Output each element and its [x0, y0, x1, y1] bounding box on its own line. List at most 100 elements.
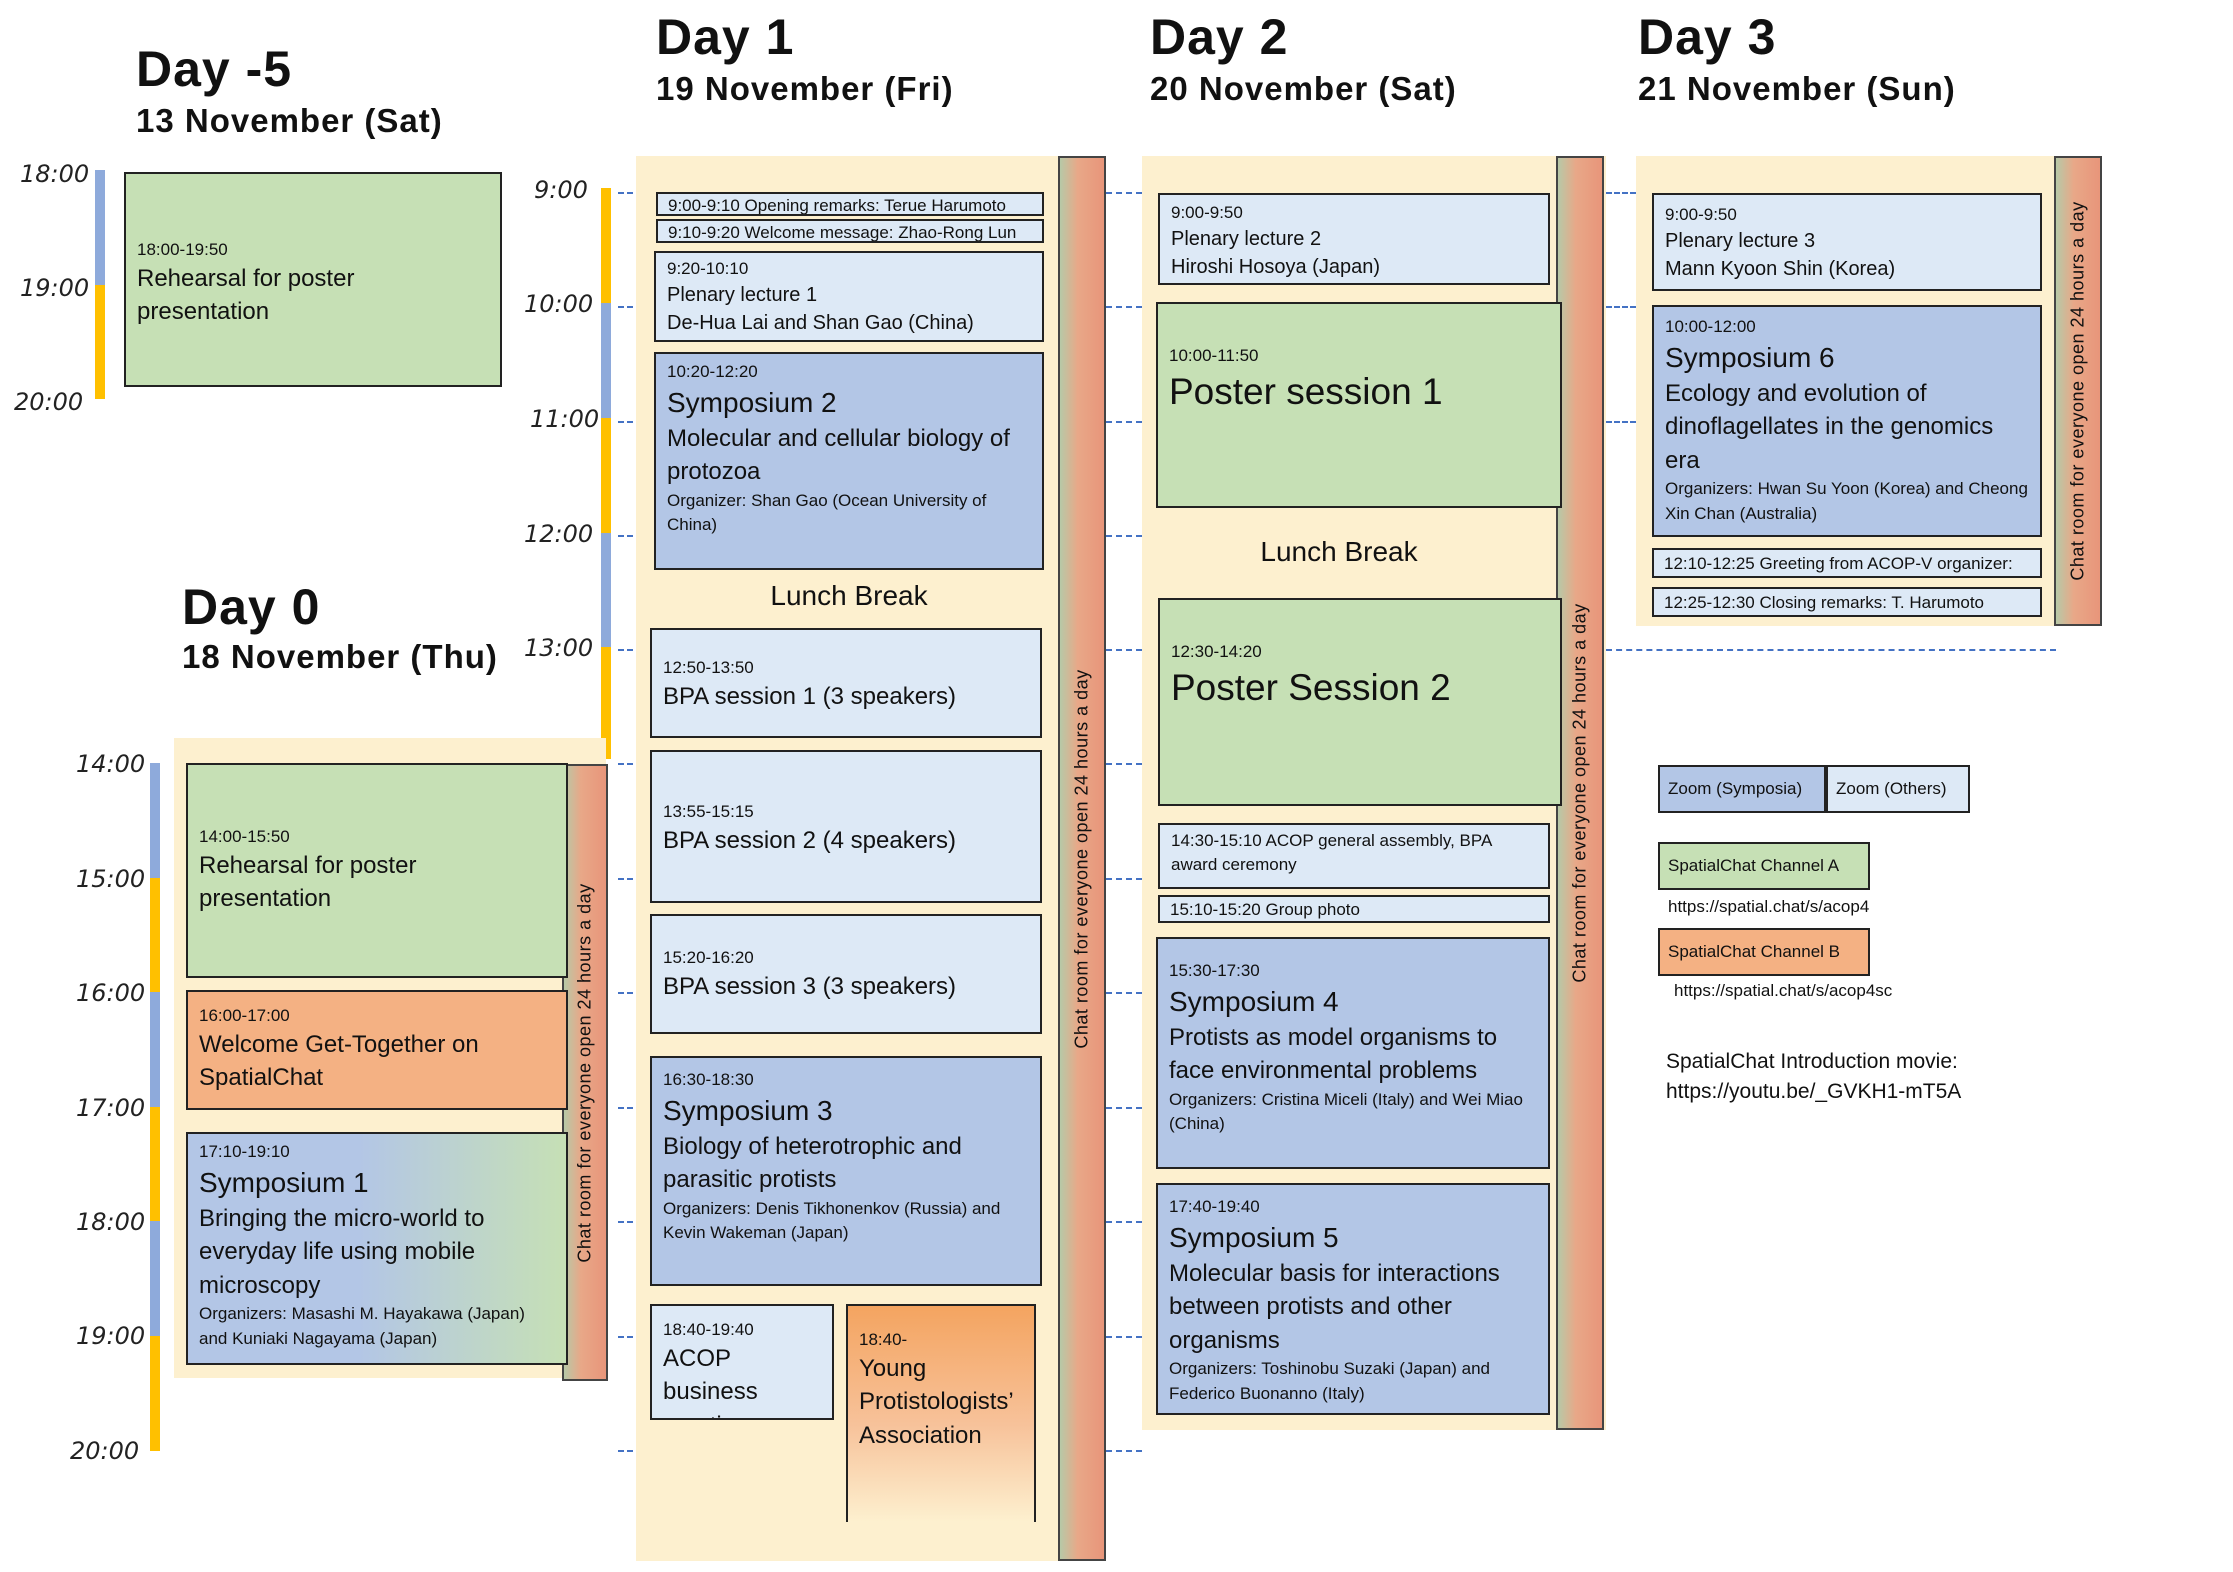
legend-spatialchat-a-url[interactable]: https://spatial.chat/s/acop4: [1668, 897, 1870, 916]
day-2-date: 20 November (Sat): [1150, 70, 1457, 107]
legend-spatialchat-b-url[interactable]: https://spatial.chat/s/acop4sc: [1674, 981, 1893, 1000]
d3-symposium-6-block[interactable]: 10:00-12:00 Symposium 6 Ecology and evol…: [1652, 305, 2042, 537]
event-title: Biology of heterotrophic and parasitic p…: [663, 1132, 962, 1194]
d1-bpa-session-2-block[interactable]: 13:55-15:15 BPA session 2 (4 speakers): [650, 750, 1042, 903]
chat-room-label: Chat room for everyone open 24 hours a d…: [1569, 603, 1590, 983]
timeline-c-label-5: 18:00: [76, 1208, 146, 1236]
timeline-c-label-2: 15:00: [76, 865, 146, 893]
hour-guide: [1106, 878, 1142, 880]
d0-symposium-1-block[interactable]: 17:10-19:10 Symposium 1 Bringing the mic…: [186, 1132, 568, 1365]
event-title: Poster session 1: [1169, 370, 1443, 412]
event-time: 9:00-9:50: [1171, 203, 1243, 222]
event-time: 9:00-9:50: [1665, 205, 1737, 224]
hour-guide: [618, 878, 642, 880]
d2-plenary-2-block[interactable]: 9:00-9:50 Plenary lecture 2 Hiroshi Hoso…: [1158, 193, 1550, 285]
timeline-b-segment-4: [601, 533, 611, 647]
d0-welcome-block[interactable]: 16:00-17:00 Welcome Get-Together on Spat…: [186, 990, 568, 1110]
event-time: 17:10-19:10: [199, 1142, 290, 1161]
event-name: Symposium 2: [667, 386, 837, 418]
day-3-date: 21 November (Sun): [1638, 70, 1956, 107]
timeline-c-segment-3: [150, 992, 160, 1107]
hour-guide: [1106, 306, 1142, 308]
timeline-a-segment-1: [95, 170, 105, 285]
d3-plenary-3-block[interactable]: 9:00-9:50 Plenary lecture 3 Mann Kyoon S…: [1652, 193, 2042, 291]
event-time: 15:30-17:30: [1169, 961, 1260, 980]
day-1-chat-room-bar[interactable]: Chat room for everyone open 24 hours a d…: [1058, 156, 1106, 1561]
hour-guide: [1106, 763, 1142, 765]
hour-guide: [618, 763, 642, 765]
event-time: 13:55-15:15: [663, 802, 754, 821]
timeline-c-segment-2: [150, 878, 160, 992]
event-line-2: De-Hua Lai and Shan Gao (China): [667, 311, 974, 334]
d1-opening-remarks[interactable]: 9:00-9:10 Opening remarks: Terue Harumot…: [656, 192, 1044, 216]
hour-guide: [618, 992, 642, 994]
d1-symposium-2-block[interactable]: 10:20-12:20 Symposium 2 Molecular and ce…: [654, 352, 1044, 570]
event-time: 16:30-18:30: [663, 1070, 754, 1089]
event-line-1: Plenary lecture 1: [667, 283, 818, 306]
d3-greeting[interactable]: 12:10-12:25 Greeting from ACOP-V organiz…: [1652, 548, 2042, 578]
dm5-rehearsal-block[interactable]: 18:00-19:50 Rehearsal for poster present…: [124, 172, 502, 387]
event-line-2: Mann Kyoon Shin (Korea): [1665, 257, 1896, 280]
d2-poster-session-1-block[interactable]: 10:00-11:50 Poster session 1: [1156, 302, 1562, 508]
day-2-chat-room-bar[interactable]: Chat room for everyone open 24 hours a d…: [1556, 156, 1604, 1430]
event-title: Young Protistologists’ Association: [859, 1354, 1013, 1449]
day-0-title: Day 0: [182, 579, 321, 635]
event-time: 10:00-11:50: [1169, 346, 1259, 365]
legend-zoom-symposia: Zoom (Symposia): [1658, 765, 1826, 813]
d1-ypa-block[interactable]: 18:40- Young Protistologists’ Associatio…: [846, 1304, 1036, 1522]
legend-spatialchat-a: SpatialChat Channel A: [1658, 842, 1870, 890]
d3-closing-remarks[interactable]: 12:25-12:30 Closing remarks: T. Harumoto: [1652, 587, 2042, 617]
event-title: Ecology and evolution of dinoflagellates…: [1665, 379, 1994, 474]
d2-group-photo[interactable]: 15:10-15:20 Group photo: [1158, 895, 1550, 923]
hour-guide: [1606, 306, 1636, 308]
d1-welcome-message[interactable]: 9:10-9:20 Welcome message: Zhao-Rong Lun: [656, 219, 1044, 243]
hour-guide: [1106, 421, 1142, 423]
event-name: Symposium 6: [1665, 341, 1835, 373]
event-organizers: Organizers: Toshinobu Suzaki (Japan) and…: [1169, 1359, 1490, 1404]
d1-symposium-3-block[interactable]: 16:30-18:30 Symposium 3 Biology of heter…: [650, 1056, 1042, 1286]
hour-guide: [1106, 1221, 1142, 1223]
timeline-b-segment-1: [601, 188, 611, 303]
d2-symposium-5-block[interactable]: 17:40-19:40 Symposium 5 Molecular basis …: [1156, 1183, 1550, 1415]
d0-rehearsal-block[interactable]: 14:00-15:50 Rehearsal for poster present…: [186, 763, 568, 978]
event-time: 14:00-15:50: [199, 827, 290, 846]
hour-guide: [618, 421, 642, 423]
event-time: 12:30-14:20: [1171, 642, 1262, 661]
hour-guide: [1606, 192, 1636, 194]
d1-acop-meeting-block[interactable]: 18:40-19:40 ACOP business meeting: [650, 1304, 834, 1420]
event-title: ACOP business meeting: [663, 1344, 758, 1418]
legend-movie-url[interactable]: https://youtu.be/_GVKH1-mT5A: [1666, 1080, 1962, 1103]
d2-general-assembly-block[interactable]: 14:30-15:10 ACOP general assembly, BPA a…: [1158, 823, 1550, 889]
event-title: Rehearsal for poster presentation: [199, 851, 417, 913]
timeline-c-label-1: 14:00: [76, 750, 146, 778]
day-3-chat-room-bar[interactable]: Chat room for everyone open 24 hours a d…: [2054, 156, 2102, 626]
day-2-title: Day 2: [1150, 9, 1289, 65]
legend-spatialchat-b: SpatialChat Channel B: [1658, 928, 1870, 976]
event-name: Symposium 5: [1169, 1221, 1339, 1253]
d1-plenary-1-block[interactable]: 9:20-10:10 Plenary lecture 1 De-Hua Lai …: [654, 251, 1044, 342]
timeline-b-label-4: 12:00: [524, 520, 594, 548]
timeline-c-label-6: 19:00: [76, 1322, 146, 1350]
chat-room-label: Chat room for everyone open 24 hours a d…: [574, 882, 595, 1263]
d2-symposium-4-block[interactable]: 15:30-17:30 Symposium 4 Protists as mode…: [1156, 937, 1550, 1169]
chat-room-label: Chat room for everyone open 24 hours a d…: [1071, 668, 1092, 1049]
d2-poster-session-2-block[interactable]: 12:30-14:20 Poster Session 2: [1158, 598, 1562, 806]
day-m5-title: Day -5: [136, 41, 293, 97]
event-line-1: Plenary lecture 2: [1171, 227, 1322, 250]
event-time: 18:40-19:40: [663, 1320, 754, 1339]
timeline-c-segment-4: [150, 1107, 160, 1221]
timeline-c-segment-1: [150, 763, 160, 878]
event-time: 9:20-10:10: [667, 259, 749, 278]
d1-bpa-session-1-block[interactable]: 12:50-13:50 BPA session 1 (3 speakers): [650, 628, 1042, 738]
timeline-a-segment-2: [95, 285, 105, 399]
hour-guide: [618, 1450, 642, 1452]
d1-bpa-session-3-block[interactable]: 15:20-16:20 BPA session 3 (3 speakers): [650, 914, 1042, 1034]
day-0-chat-room-bar[interactable]: Chat room for everyone open 24 hours a d…: [562, 764, 608, 1381]
timeline-b-segment-3: [601, 418, 611, 533]
event-name: Symposium 3: [663, 1094, 833, 1126]
hour-guide: [1106, 1107, 1142, 1109]
event-time: 10:00-12:00: [1665, 317, 1756, 336]
hour-guide: [618, 535, 642, 537]
legend-zoom-others: Zoom (Others): [1826, 765, 1970, 813]
hour-guide: [618, 1336, 642, 1338]
